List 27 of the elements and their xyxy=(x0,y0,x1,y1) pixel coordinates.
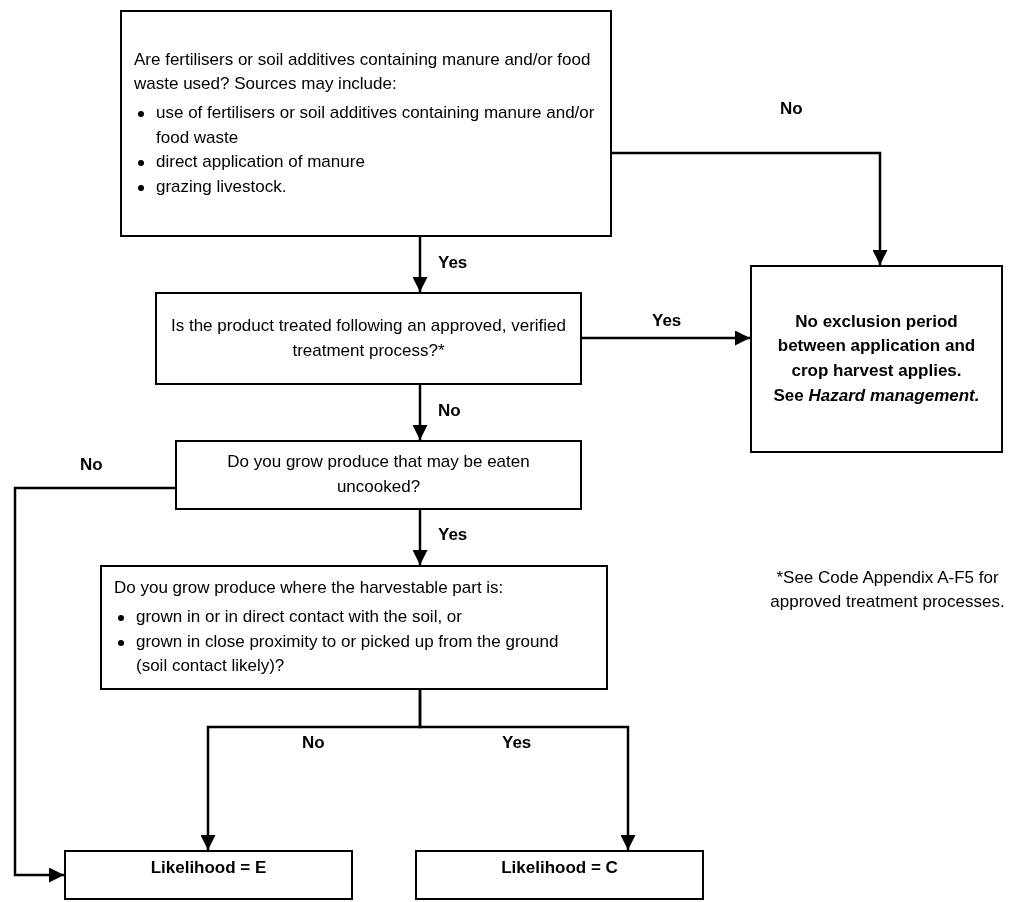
arrow xyxy=(13,486,175,883)
arrow xyxy=(412,237,428,292)
question-text: Do you grow produce where the harvestable part is: xyxy=(114,577,505,600)
bullet-text: grazing livestock. xyxy=(156,175,287,198)
bullet-text: grown in close proximity to or picked up from the ground (soil contact likely)? xyxy=(136,630,560,678)
process-box xyxy=(175,440,582,510)
bullet-text: grown in or in direct contact with the soil, or xyxy=(136,605,462,628)
arrow xyxy=(418,690,636,850)
footnote: *See Code Appendix A-F5 for approved treatment processes. xyxy=(769,567,1006,613)
arrow xyxy=(412,510,428,565)
arrow xyxy=(582,330,750,346)
box-text: Do you grow produce that may be eaten uncooked? xyxy=(226,451,531,498)
process-box xyxy=(64,850,353,900)
process-box xyxy=(750,265,1003,453)
box-text: Is the product treated following an approved, verified treatment process?* xyxy=(170,314,567,362)
question-text: Are fertilisers or soil additives containing manure and/or food waste used? Sources may include: xyxy=(134,48,592,96)
box-text: Likelihood = E xyxy=(150,857,267,879)
process-box xyxy=(415,850,704,900)
arrow xyxy=(612,151,888,265)
box-text: See Hazard management. xyxy=(773,384,980,407)
bullet-text: direct application of manure xyxy=(156,151,365,174)
arrow xyxy=(412,385,428,440)
process-box xyxy=(120,10,612,237)
box-text: Likelihood = C xyxy=(501,857,618,879)
process-box xyxy=(155,292,582,385)
process-box xyxy=(100,565,608,690)
box-text: No exclusion period between application and crop harvest applies. xyxy=(776,310,977,382)
